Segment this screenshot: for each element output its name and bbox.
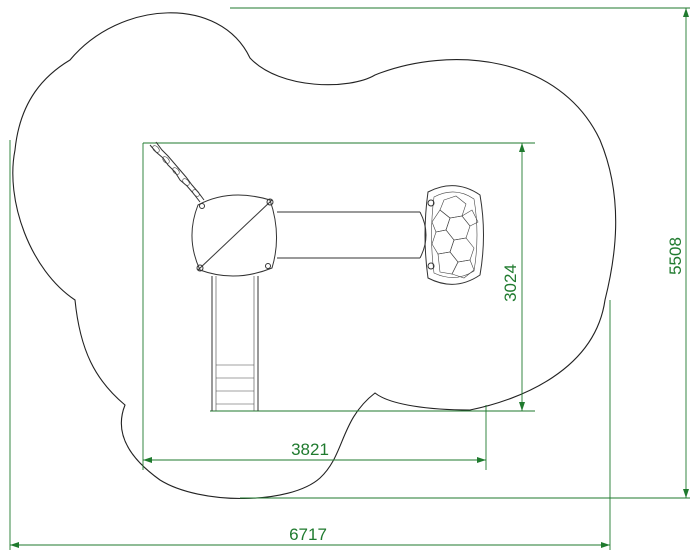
net-frame-inner <box>431 191 478 278</box>
dim-5508-label: 5508 <box>666 237 685 275</box>
tunnel-end <box>419 211 427 259</box>
post-se <box>265 263 271 269</box>
safety-zone-outline <box>12 12 617 500</box>
post-nw <box>199 203 205 209</box>
dim-5508-arrow-bottom <box>683 489 689 498</box>
dim-3821-arrow-left <box>143 457 152 463</box>
post-ne <box>266 198 274 206</box>
dim-3024-arrow-bottom <box>519 402 525 411</box>
net-mesh <box>431 195 479 279</box>
platform-diagonal-2 <box>201 203 269 267</box>
chain-ladder <box>149 144 201 203</box>
net-frame-outer <box>424 185 484 285</box>
slide-rungs <box>216 364 254 405</box>
dim-6717-arrow-right <box>601 542 610 548</box>
dim-6717-arrow-left <box>10 542 19 548</box>
chain-ladder-b <box>155 141 205 201</box>
dim-3821-label: 3821 <box>291 440 329 459</box>
chain-links <box>152 145 200 197</box>
dim-3024-label: 3024 <box>501 264 520 302</box>
dim-5508-arrow-top <box>683 8 689 17</box>
dim-3821-arrow-right <box>477 457 486 463</box>
net-bolt-2 <box>427 262 435 270</box>
post-sw <box>196 264 204 272</box>
dim-6717-label: 6717 <box>289 525 327 544</box>
dim-3024-arrow-top <box>519 143 525 152</box>
tower-platform <box>191 194 278 277</box>
net-bolt-1 <box>427 199 435 207</box>
